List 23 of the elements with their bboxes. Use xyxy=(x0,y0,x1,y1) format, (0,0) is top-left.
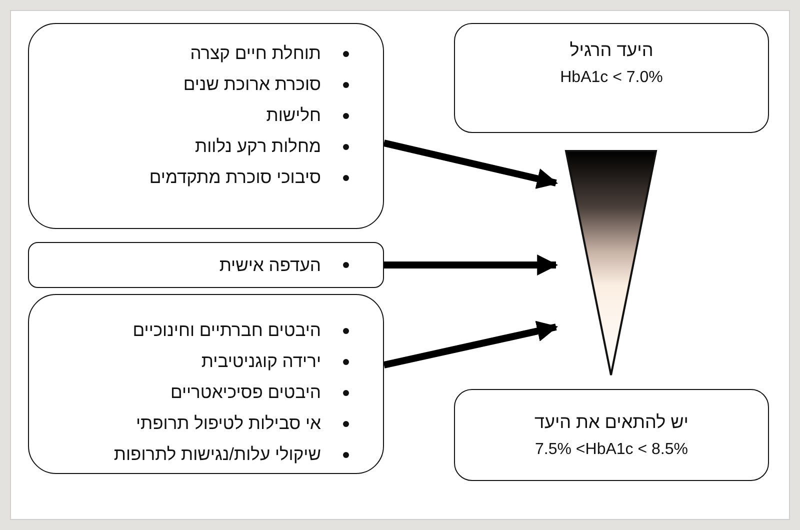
arrow xyxy=(383,140,558,189)
list-item: אי סבילות לטיפול תרופתי xyxy=(136,413,321,434)
rounded-box xyxy=(454,389,769,481)
list-item: שיקולי עלות/נגישות לתרופות xyxy=(114,444,321,465)
list-item: סוכרת ארוכת שנים xyxy=(183,74,321,95)
arrow xyxy=(384,254,558,276)
list-item: מחלות רקע נלוות xyxy=(195,136,321,157)
rounded-box xyxy=(454,23,769,133)
list-item: תוחלת חיים קצרה xyxy=(190,43,321,64)
goal-value: HbA1c < 7.0% xyxy=(559,69,664,87)
list-item: היבטים פסיכיאטריים xyxy=(170,382,321,403)
rounded-box xyxy=(28,242,384,288)
goal-value: 7.5% <HbA1c < 8.5% xyxy=(534,441,689,459)
goal-title: יש להתאים את היעד xyxy=(534,412,690,433)
arrow xyxy=(383,320,558,368)
rounded-box xyxy=(28,23,384,229)
list-item: העדפה אישית xyxy=(219,254,321,276)
list-item: היבטים חברתיים וחינוכיים xyxy=(132,320,321,341)
goal-title: היעד הרגיל xyxy=(568,40,654,61)
list-item: סיבוכי סוכרת מתקדמים xyxy=(149,167,321,188)
list-item: ירידה קוגניטיבית xyxy=(201,351,321,372)
list-item: חלישות xyxy=(266,105,321,126)
rounded-box xyxy=(28,294,384,474)
